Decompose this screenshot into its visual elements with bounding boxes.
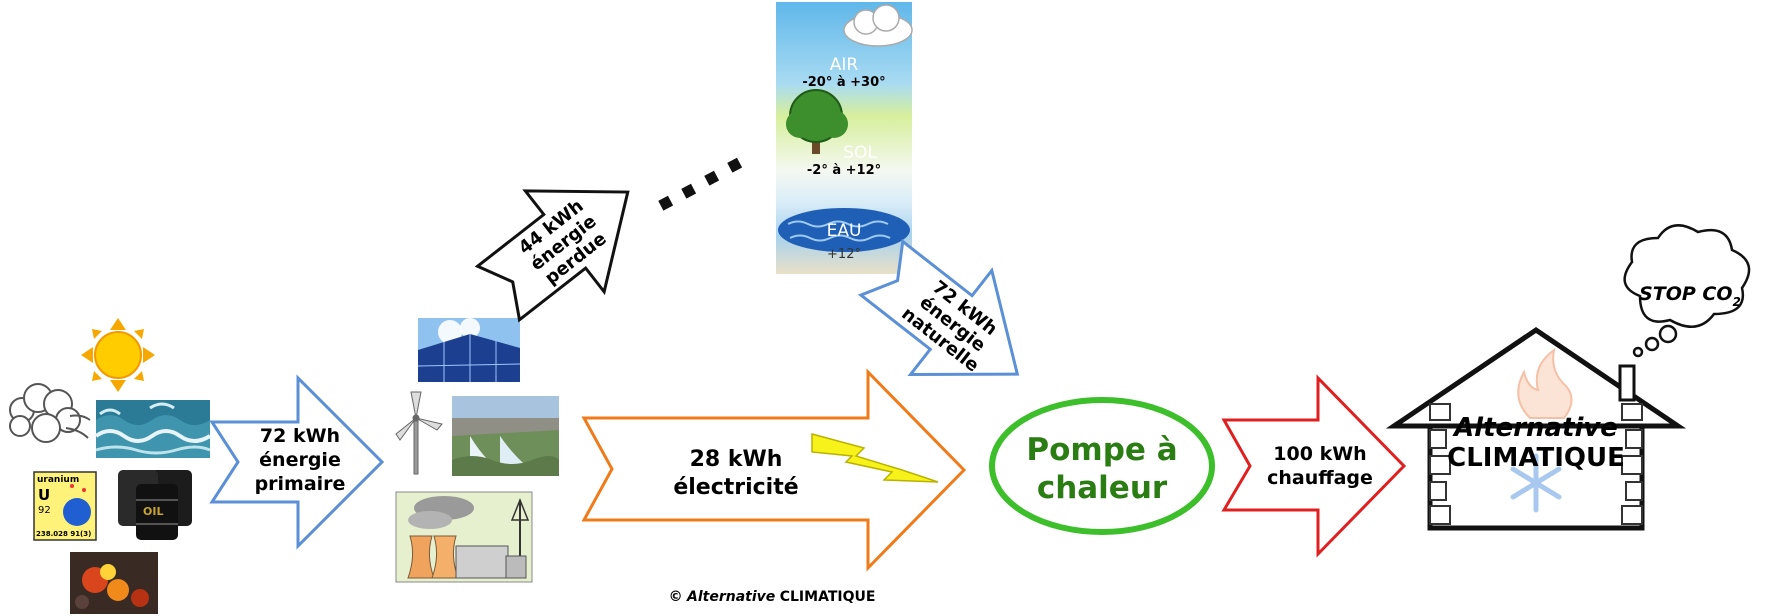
- svg-text:+12°: +12°: [827, 247, 861, 262]
- flame-icon: [1517, 347, 1573, 419]
- svg-text:92: 92: [38, 505, 51, 516]
- dotted-line: [658, 157, 743, 211]
- svg-text:chauffage: chauffage: [1267, 467, 1373, 489]
- copyright-notice: © Alternative CLIMATIQUE: [669, 589, 876, 605]
- svg-text:AIR: AIR: [830, 55, 859, 75]
- power-plant-image: [395, 491, 533, 583]
- ocean-waves-image: [94, 400, 212, 458]
- natural-energy-arrow: 72 kWh énergie naturelle: [857, 238, 1020, 376]
- natural-sources-panel: AIR -20° à +30° SOL -2° à +12° EAU +12°: [776, 2, 913, 274]
- svg-text:238.028 91(3): 238.028 91(3): [36, 530, 91, 538]
- coal-fire-image: [70, 552, 158, 614]
- svg-text:Alternative: Alternative: [1452, 413, 1618, 443]
- solar-panel-image: [417, 318, 521, 382]
- svg-text:énergie: énergie: [259, 449, 341, 471]
- sun-icon: [81, 318, 155, 392]
- svg-text:CLIMATIQUE: CLIMATIQUE: [1447, 443, 1625, 473]
- water-lake-icon: [778, 208, 910, 252]
- svg-text:OIL: OIL: [143, 505, 163, 518]
- svg-text:U: U: [38, 486, 50, 504]
- svg-text:-2° à +12°: -2° à +12°: [807, 163, 881, 178]
- svg-text:72 kWh: 72 kWh: [260, 425, 340, 447]
- wind-cloud-icon: [9, 383, 91, 443]
- svg-text:100 kWh: 100 kWh: [1273, 443, 1366, 465]
- stop-co2-text: STOP CO2: [1639, 283, 1741, 309]
- svg-text:uranium: uranium: [37, 475, 79, 485]
- svg-text:EAU: EAU: [827, 221, 862, 241]
- stop-co2-bubble: [1623, 224, 1751, 358]
- lost-energy-arrow: 44 kWh énergie perdue: [474, 189, 630, 323]
- primary-energy-arrow: 72 kWh énergie primaire: [209, 374, 385, 550]
- svg-text:Pompe à: Pompe à: [1026, 432, 1177, 468]
- heat-pump-ellipse: Pompe à chaleur: [989, 397, 1215, 535]
- oil-barrels-icon: OIL: [118, 470, 192, 540]
- wind-turbine-icon: [395, 391, 443, 475]
- heating-arrow: 100 kWh chauffage: [1221, 374, 1407, 558]
- electricity-arrow: 28 kWh électricité: [581, 368, 967, 572]
- svg-text:électricité: électricité: [673, 475, 798, 500]
- tree-icon: [786, 89, 848, 154]
- uranium-element-card: uranium U 92 238.028 91(3): [33, 471, 97, 541]
- hydro-dam-image: [452, 396, 559, 476]
- svg-text:SOL: SOL: [843, 143, 877, 163]
- lightning-icon: [811, 433, 939, 483]
- svg-text:28 kWh: 28 kWh: [690, 447, 783, 472]
- cloud-icon: [843, 4, 913, 47]
- svg-text:chaleur: chaleur: [1037, 470, 1168, 506]
- snowflake-icon: [1510, 453, 1562, 513]
- svg-text:primaire: primaire: [255, 473, 346, 495]
- svg-text:-20° à +30°: -20° à +30°: [802, 75, 885, 90]
- house-icon: Alternative CLIMATIQUE: [1385, 326, 1687, 531]
